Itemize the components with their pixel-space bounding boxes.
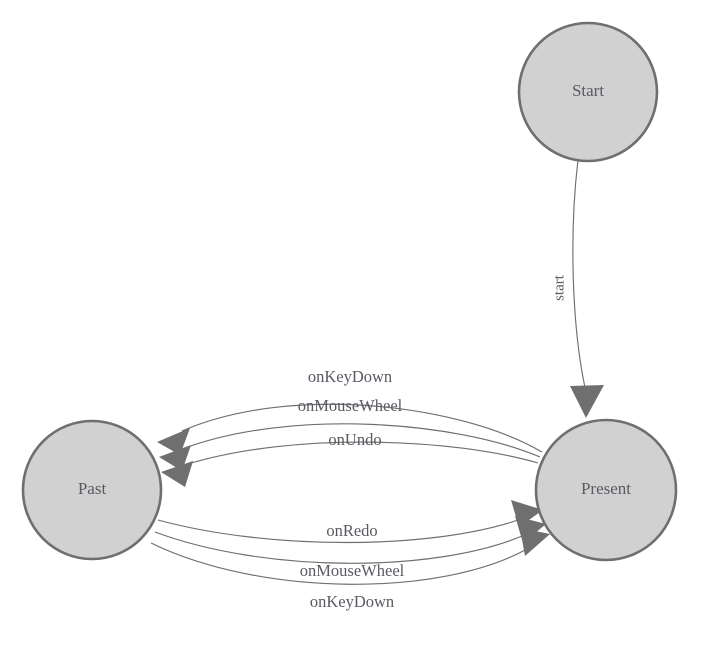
node-present[interactable]: Present	[534, 418, 678, 562]
edge-present-to-past-undo[interactable]: onUndo	[161, 430, 539, 487]
node-start[interactable]: Start	[517, 21, 659, 163]
arrowhead-present-top	[570, 385, 604, 418]
node-start-label: Start	[572, 81, 604, 100]
edge-keydown-up-path	[181, 403, 543, 453]
edge-label-keydown-dn: onKeyDown	[310, 592, 394, 611]
node-start-circle	[517, 21, 659, 163]
edge-label-wheel-up: onMouseWheel	[298, 396, 403, 415]
edge-past-to-present-redo[interactable]: onRedo	[157, 500, 543, 544]
node-past-label: Past	[78, 479, 107, 498]
edge-past-to-present-keydown[interactable]: onKeyDown	[150, 528, 550, 611]
arrowhead-present-3	[520, 528, 550, 556]
edge-label-redo: onRedo	[326, 521, 377, 540]
edge-start-path	[572, 159, 587, 393]
edge-keydown-dn-path	[150, 542, 528, 585]
edge-label-wheel-dn: onMouseWheel	[300, 561, 405, 580]
edge-past-to-present-mousewheel[interactable]: onMouseWheel	[154, 516, 546, 580]
edge-label-undo: onUndo	[328, 430, 381, 449]
arrowhead-past-1	[157, 428, 190, 455]
edge-undo-path	[187, 441, 539, 465]
edge-wheel-up-path	[184, 423, 541, 458]
node-past[interactable]: Past	[21, 419, 163, 561]
edge-present-to-past-keydown[interactable]: onKeyDown	[157, 367, 543, 455]
node-past-circle	[21, 419, 163, 561]
edge-wheel-dn-path	[154, 531, 523, 564]
arrowhead-past-3	[161, 461, 193, 487]
node-present-label: Present	[581, 479, 631, 498]
edge-label-keydown-up: onKeyDown	[308, 367, 392, 386]
edge-redo-path	[157, 519, 519, 544]
edge-label-start: start	[551, 274, 567, 301]
node-present-circle	[534, 418, 678, 562]
edge-start-to-present[interactable]: start	[551, 159, 604, 418]
